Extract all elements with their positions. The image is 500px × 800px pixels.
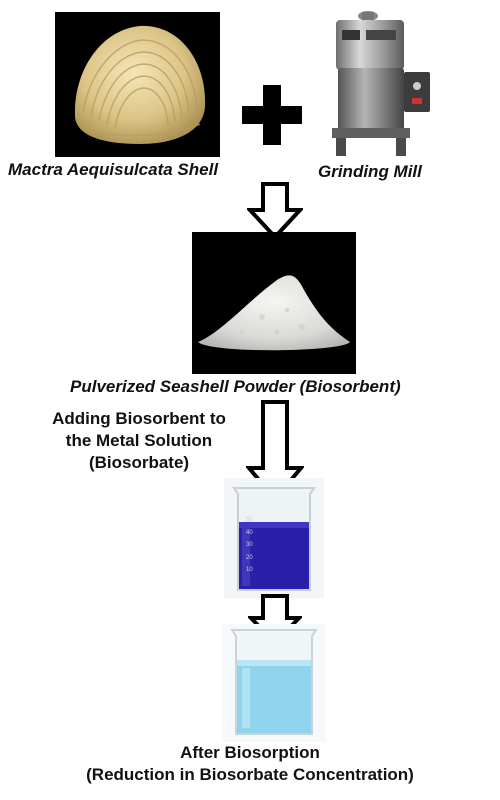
shell-label: Mactra Aequisulcata Shell <box>8 160 219 179</box>
beaker-before-image: 50 40 30 20 10 <box>224 478 324 598</box>
scale-tick: 10 <box>246 567 253 573</box>
plus-icon <box>240 83 304 147</box>
beaker-after-image <box>222 624 326 742</box>
seashell-image <box>55 12 220 157</box>
scale-tick: 40 <box>246 529 253 536</box>
scale-tick: 20 <box>246 554 253 561</box>
powder-label: Pulverized Seashell Powder (Biosorbent) <box>70 377 401 396</box>
scale-tick: 30 <box>246 542 253 548</box>
grinding-mill-image <box>318 8 440 160</box>
beaker-scale: 50 40 30 20 10 <box>246 514 266 577</box>
mill-label: Grinding Mill <box>318 162 422 181</box>
after-biosorption-label: After Biosorption <box>180 743 320 762</box>
seashell-powder-image <box>192 232 356 374</box>
reduction-label: (Reduction in Biosorbate Concentration) <box>86 765 414 784</box>
scale-tick: 50 <box>246 517 253 523</box>
adding-biosorbent-label: Adding Biosorbent to the Metal Solution … <box>52 409 226 472</box>
down-arrow-icon <box>245 182 305 240</box>
